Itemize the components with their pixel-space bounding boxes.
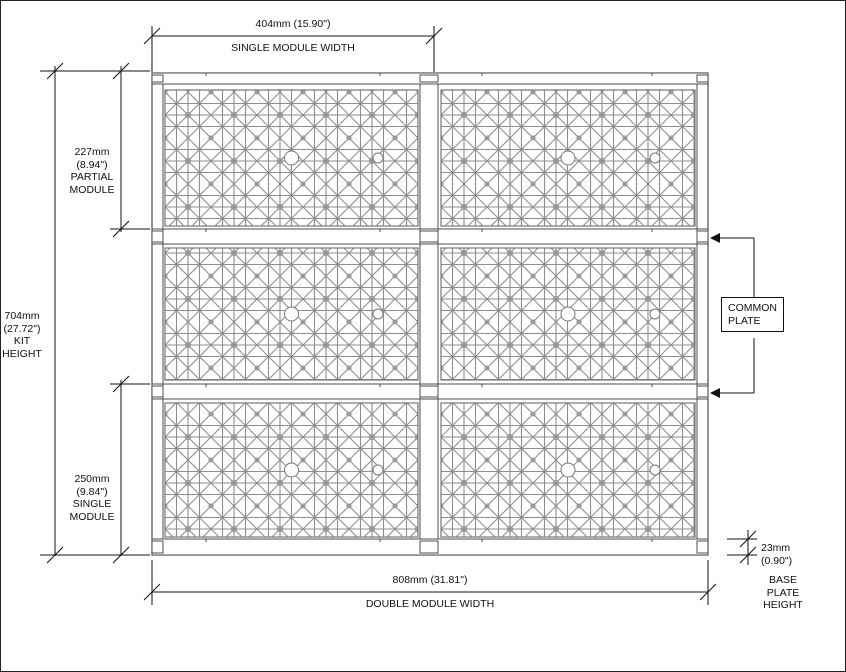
dimension-tick: [112, 62, 130, 80]
dimension-tick: [425, 27, 443, 45]
panel-hole: [560, 462, 576, 478]
dimension-tick: [739, 530, 757, 548]
panel-hole-small: [649, 464, 661, 476]
double-width-value: 808mm (31.81"): [392, 574, 468, 586]
plate-clip: [419, 385, 439, 398]
kit-height-label: 704mm (27.72") KIT HEIGHT: [2, 310, 42, 360]
plate-clip: [419, 230, 439, 243]
plate-clip: [696, 74, 709, 83]
plate-clip: [696, 230, 709, 243]
panel-hole-small: [372, 308, 384, 320]
base-plate-in: (0.90"): [761, 555, 793, 567]
common-plate-callout: COMMON PLATE: [721, 297, 784, 332]
single-module-label: 250mm (9.84") SINGLE MODULE: [60, 473, 124, 523]
double-width-caption: DOUBLE MODULE WIDTH: [365, 598, 495, 610]
partial-module-word1: PARTIAL: [70, 171, 114, 183]
dimension-tick: [112, 546, 130, 564]
partial-module-mm: 227mm: [74, 146, 110, 158]
plate-clip: [151, 540, 164, 554]
dimension-tick: [739, 546, 757, 564]
arrow-head-bottom: [710, 388, 720, 398]
dimension-tick: [46, 62, 64, 80]
kit-height-word1: KIT: [13, 335, 31, 347]
kit-height-word2: HEIGHT: [2, 347, 42, 360]
plate-clip: [419, 74, 439, 83]
single-width-value: 404mm (15.90"): [255, 18, 331, 30]
partial-module-label: 227mm (8.94") PARTIAL MODULE: [56, 146, 128, 196]
common-plate-word2: PLATE: [728, 314, 761, 327]
dimension-tick: [143, 27, 161, 45]
dimension-tick: [112, 220, 130, 238]
panel-hole: [284, 306, 299, 322]
partial-module-word2: MODULE: [69, 183, 115, 196]
panel-hole-small: [649, 308, 661, 320]
kit-height-in: (27.72"): [3, 322, 41, 335]
plate-clip: [419, 540, 439, 554]
partial-module-in: (8.94"): [76, 158, 108, 171]
post: [419, 83, 439, 540]
base-plate-word1: BASE: [768, 574, 797, 586]
kit-height-mm: 704mm: [4, 310, 40, 322]
panel-hole: [284, 462, 299, 478]
panel-hole-small: [649, 152, 661, 164]
plate-clip: [151, 385, 164, 398]
post: [696, 83, 709, 540]
panel-hole: [560, 150, 576, 166]
single-module-in: (9.84"): [76, 485, 108, 498]
panel-hole-small: [372, 464, 384, 476]
panel-hole: [284, 150, 299, 166]
base-plate-word2: PLATE: [766, 586, 800, 599]
single-width-caption: SINGLE MODULE WIDTH: [231, 42, 355, 54]
plate-clip: [696, 385, 709, 398]
arrow-head-top: [710, 233, 720, 243]
post: [151, 83, 164, 540]
dimension-tick: [143, 583, 161, 601]
plate-clip: [151, 230, 164, 243]
plate-clip: [151, 74, 164, 83]
single-module-word1: SINGLE: [72, 498, 112, 510]
single-module-word2: MODULE: [69, 510, 115, 523]
plate-clip: [696, 540, 709, 554]
base-plate-height-label: BASE PLATE HEIGHT: [762, 574, 804, 612]
base-plate-word3: HEIGHT: [763, 599, 803, 611]
common-plate-word1: COMMON: [728, 302, 777, 314]
base-plate-mm: 23mm: [761, 542, 791, 554]
dimension-tick: [112, 375, 130, 393]
panel-hole: [560, 306, 576, 322]
dimension-tick: [46, 546, 64, 564]
panel-hole-small: [372, 152, 384, 164]
single-module-mm: 250mm: [74, 473, 110, 485]
dimension-tick: [699, 583, 717, 601]
